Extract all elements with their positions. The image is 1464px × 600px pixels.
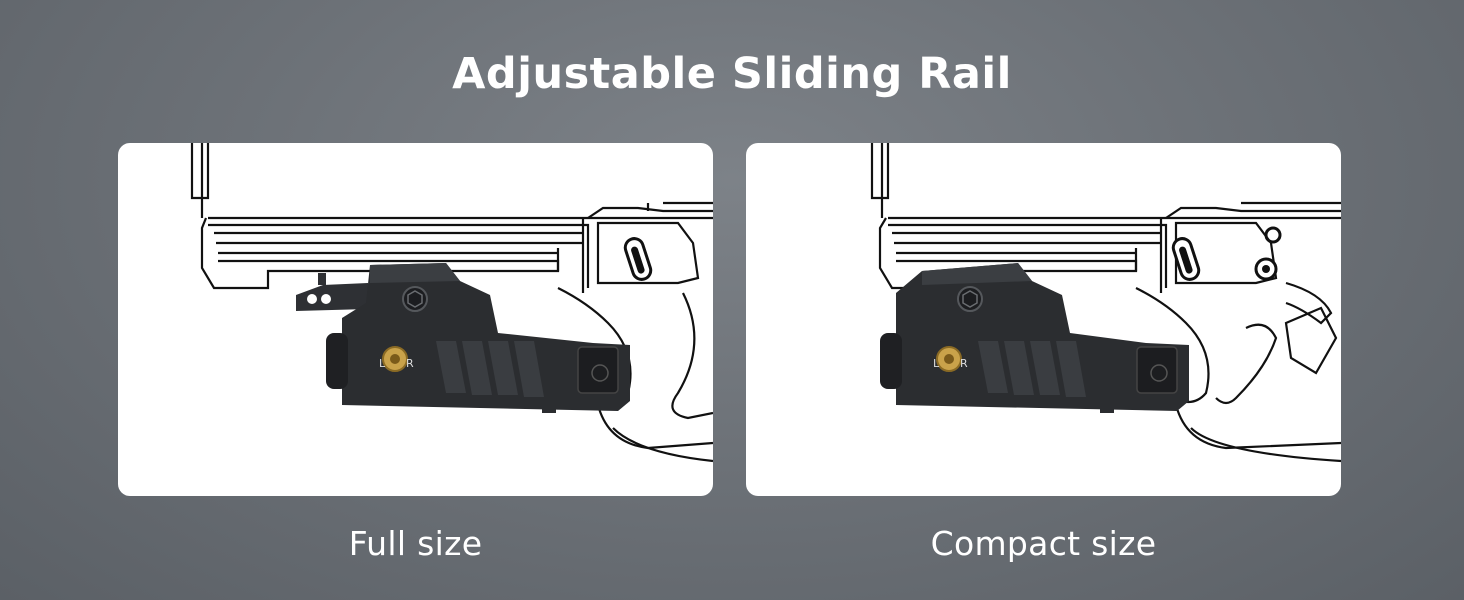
slide-release-slot <box>631 246 645 274</box>
compact-size-illustration: L R <box>870 143 1341 463</box>
pistol-frame-outline <box>870 143 1341 463</box>
laser-sight-device: L R <box>880 263 1189 413</box>
full-size-image-panel: L R <box>118 143 713 496</box>
frame-pin-upper <box>1264 226 1282 244</box>
full-size-caption: Full size <box>348 524 483 563</box>
dial-right-label: R <box>960 357 968 370</box>
compact-size-image-panel: L R <box>746 143 1341 496</box>
sliding-rail-extension <box>296 273 368 311</box>
hex-screw <box>402 286 428 312</box>
power-switch <box>577 346 619 394</box>
laser-emitter <box>326 333 348 389</box>
full-size-illustration: L R <box>190 143 713 463</box>
dial-right-label: R <box>406 357 414 370</box>
hex-screw <box>957 286 983 312</box>
laser-sight-device: L R <box>326 263 630 413</box>
page-title: Adjustable Sliding Rail <box>452 49 1012 99</box>
laser-emitter <box>880 333 902 389</box>
dial-left-label: L <box>379 357 386 370</box>
slide-release-slot <box>1179 246 1193 274</box>
compact-size-caption: Compact size <box>930 524 1157 563</box>
dial-left-label: L <box>933 357 940 370</box>
power-switch <box>1136 346 1178 394</box>
